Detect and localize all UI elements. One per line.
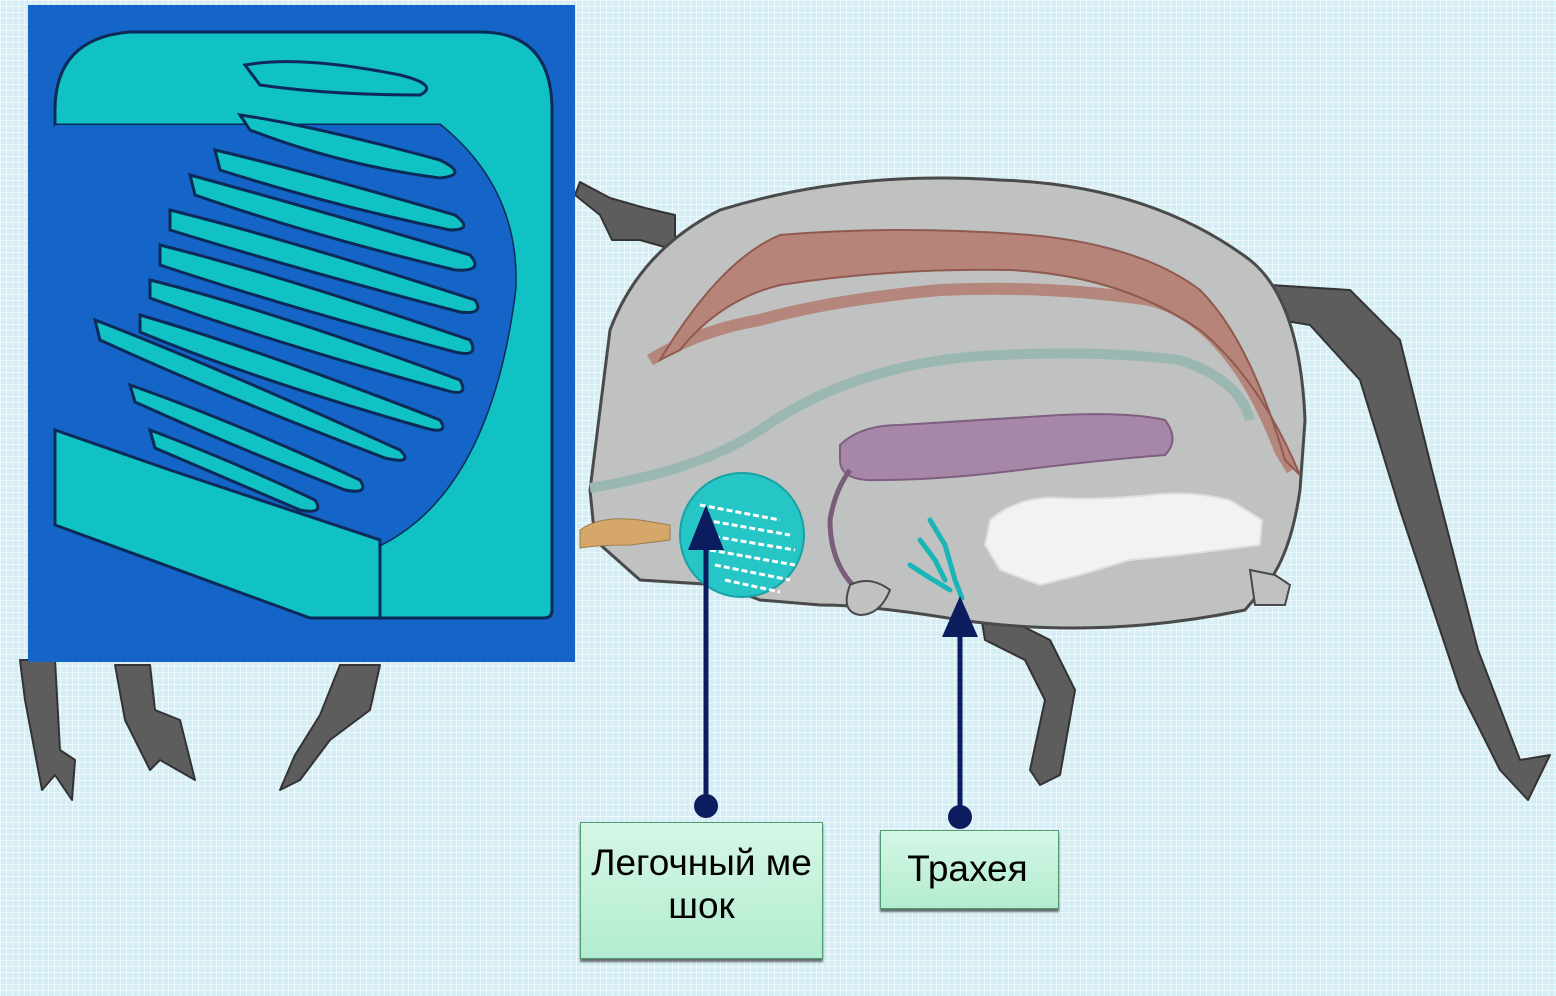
front-leg: [575, 182, 675, 250]
arrow-lung-dot: [694, 794, 718, 818]
label-lung-sac-text: Легочный мешок: [591, 842, 812, 926]
spider-body: [580, 178, 1305, 628]
mid-back-leg: [980, 610, 1075, 785]
left-leg-3: [280, 665, 380, 790]
label-trachea-text: Трахея: [907, 848, 1027, 889]
left-leg-2: [115, 665, 195, 780]
arrow-trachea-dot: [948, 805, 972, 829]
label-lung-sac: Легочный мешок: [580, 822, 823, 959]
left-leg-outer: [20, 660, 75, 800]
spinnerets: [1250, 570, 1290, 605]
book-lung-inset: [28, 5, 575, 662]
label-trachea: Трахея: [880, 830, 1059, 909]
